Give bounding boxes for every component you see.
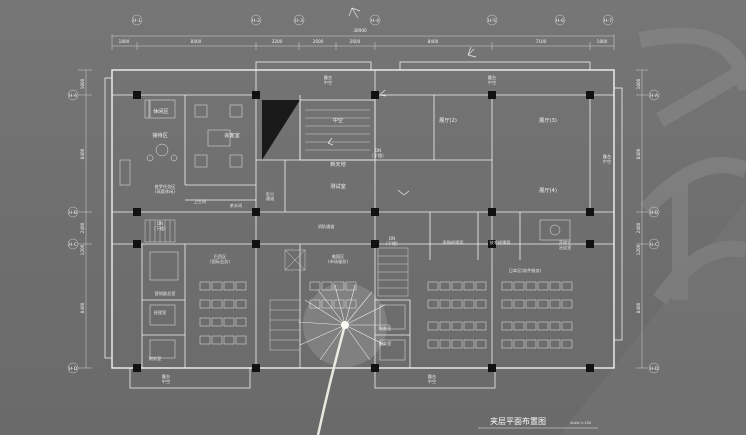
top-dim-7: 7100	[536, 39, 547, 44]
left-dim-5: 8400	[80, 302, 85, 313]
room-finance-manager: 采购经理室	[443, 239, 464, 246]
room-business-area: 巴西区(国际业务)	[210, 254, 230, 265]
void-atrium	[262, 99, 376, 161]
axis-bubbles-top	[131, 14, 614, 26]
room-vip-reception: 接待区	[152, 131, 168, 139]
axis-right-3: H-C	[650, 242, 658, 248]
top-dim-3: 3200	[272, 39, 283, 44]
axis-left-2: H-B	[69, 210, 77, 216]
room-balcony-e: 露台中空	[428, 373, 436, 385]
axis-left-3: H-C	[69, 242, 77, 248]
room-balcony-a: 露台中空	[324, 74, 332, 86]
room-test-room: 测试室	[330, 182, 346, 190]
room-restroom: 卫生间	[194, 198, 207, 205]
room-reception: 休闲区	[153, 107, 169, 115]
room-manager: 经理室	[154, 309, 167, 315]
top-dim-2: 8400	[191, 39, 202, 44]
room-general-manager: 营销副总室	[155, 290, 176, 297]
right-dim-3: 2400	[636, 222, 641, 233]
room-balcony-c: 露台中空	[603, 153, 611, 165]
top-dim-1: 1800	[119, 39, 130, 44]
room-corridor: 走火通道	[266, 191, 275, 202]
dimension-lines	[78, 34, 648, 369]
stair-dn-2: DN(下楼)	[386, 236, 398, 247]
right-dim-4: 1200	[636, 244, 641, 255]
right-dim-1: 1800	[636, 78, 641, 89]
right-dim-2: 8400	[636, 148, 641, 159]
axis-top-3: H-3	[295, 18, 303, 24]
left-dim-3: 2400	[80, 222, 85, 233]
room-service: 服务室	[379, 340, 392, 347]
room-void: 中空	[333, 116, 343, 124]
axis-top-2: H-2	[252, 18, 260, 24]
axis-bubbles-side	[67, 89, 660, 374]
axis-right-2: H-B	[650, 210, 658, 216]
room-open-meeting: 开放式洽谈室	[559, 239, 572, 251]
columns	[133, 91, 594, 372]
top-dim-8: 1800	[597, 39, 608, 44]
room-tech-manager: 技术经理室	[490, 239, 511, 246]
room-finance: 财务室	[149, 355, 162, 362]
plan-scale: Scale 1:100	[570, 421, 592, 425]
axis-right-4: H-D	[650, 366, 659, 372]
stair-dn-1: DN(下楼)	[154, 221, 166, 232]
room-hall-4: 展厅(4)	[539, 187, 557, 194]
left-dim-2: 8400	[80, 148, 85, 159]
axis-top-5: H-5	[488, 18, 496, 24]
room-sinopec-office: 普罗任务区(高管休闲)	[155, 183, 176, 195]
left-dim-1: 1800	[80, 78, 85, 89]
room-marketing-area: 美国区(市场服务)	[328, 253, 348, 265]
right-dim-5: 8400	[636, 302, 641, 313]
room-tea-room: 茶水间	[230, 202, 243, 209]
room-balcony-d: 露台中空	[162, 373, 170, 385]
axis-left-4: H-D	[69, 366, 78, 372]
axis-right-1: H-A	[650, 93, 659, 99]
room-japan-area: 日本区(软件服务)	[509, 267, 542, 274]
plan-title: 夹层平面布置图	[490, 416, 546, 426]
room-hall-2: 展厅(2)	[439, 117, 457, 124]
dandelion-decoration	[297, 7, 477, 435]
room-balcony-b: 露台中空	[488, 74, 496, 86]
room-conference: 会客室	[224, 131, 240, 139]
total-dimension: 38900	[353, 28, 367, 33]
room-new-gallery: 新天地	[330, 160, 346, 168]
axis-top-4: H-4	[371, 18, 379, 24]
room-hall-3: 展厅(3)	[539, 117, 557, 124]
left-dim-4: 1200	[80, 244, 85, 255]
top-dim-5: 2600	[350, 39, 361, 44]
axis-top-1: H-1	[133, 18, 141, 24]
top-dim-4: 2600	[313, 39, 324, 44]
stair-dn-3: DN(下楼)	[372, 148, 384, 159]
axis-top-6: H-6	[556, 18, 564, 24]
stairs	[144, 219, 409, 351]
axis-top-7: H-7	[604, 18, 612, 24]
room-corridor-label: 消防通道	[318, 223, 336, 230]
exterior-walls	[104, 61, 623, 389]
workstation-desks	[149, 219, 573, 361]
axis-left-1: H-A	[69, 93, 78, 99]
furniture-lounge	[119, 99, 243, 186]
top-dim-6: 8400	[428, 39, 439, 44]
room-finance-b: 财务室	[379, 325, 392, 332]
